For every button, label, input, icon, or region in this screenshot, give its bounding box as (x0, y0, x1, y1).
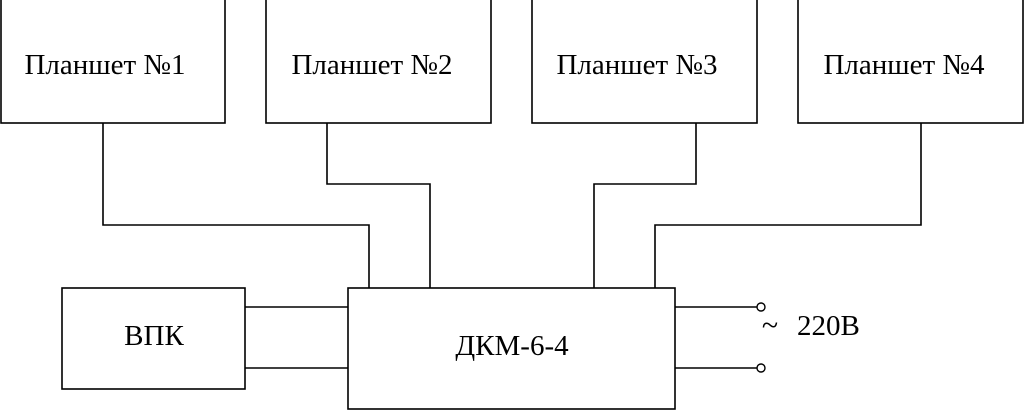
tablet-4-label: Планшет №4 (823, 49, 985, 81)
power-terminal-top (756, 302, 766, 312)
power-voltage-label: 220В (797, 310, 860, 342)
vpk-box (61, 287, 246, 390)
tablet-1: Планшет №1 (0, 0, 226, 124)
tablet-3: Планшет №3 (531, 0, 758, 124)
dkm-block: ДКМ-6-4 (347, 287, 676, 410)
wire-tablet-3 (593, 123, 697, 288)
tablet-3-label: Планшет №3 (556, 49, 717, 81)
tablet-2: Планшет №2 (265, 0, 492, 124)
tablet-4: Планшет №4 (797, 0, 1024, 124)
tablet-2-label: Планшет №2 (291, 49, 452, 81)
vpk-block: ВПК (61, 287, 246, 390)
power-terminal-bottom (756, 363, 766, 373)
tablet-1-box (0, 0, 226, 124)
dkm-label: ДКМ-6-4 (455, 330, 569, 362)
vpk-label: ВПК (124, 320, 184, 352)
ac-symbol-icon: ~ (762, 309, 778, 342)
tablet-1-label: Планшет №1 (24, 49, 185, 81)
wire-tablet-4 (654, 123, 922, 288)
wire-tablet-2 (326, 123, 431, 288)
wire-tablet-1 (102, 123, 370, 288)
tablet-3-box (531, 0, 758, 124)
tablet-4-box (797, 0, 1024, 124)
tablet-2-box (265, 0, 492, 124)
dkm-box (347, 287, 676, 410)
